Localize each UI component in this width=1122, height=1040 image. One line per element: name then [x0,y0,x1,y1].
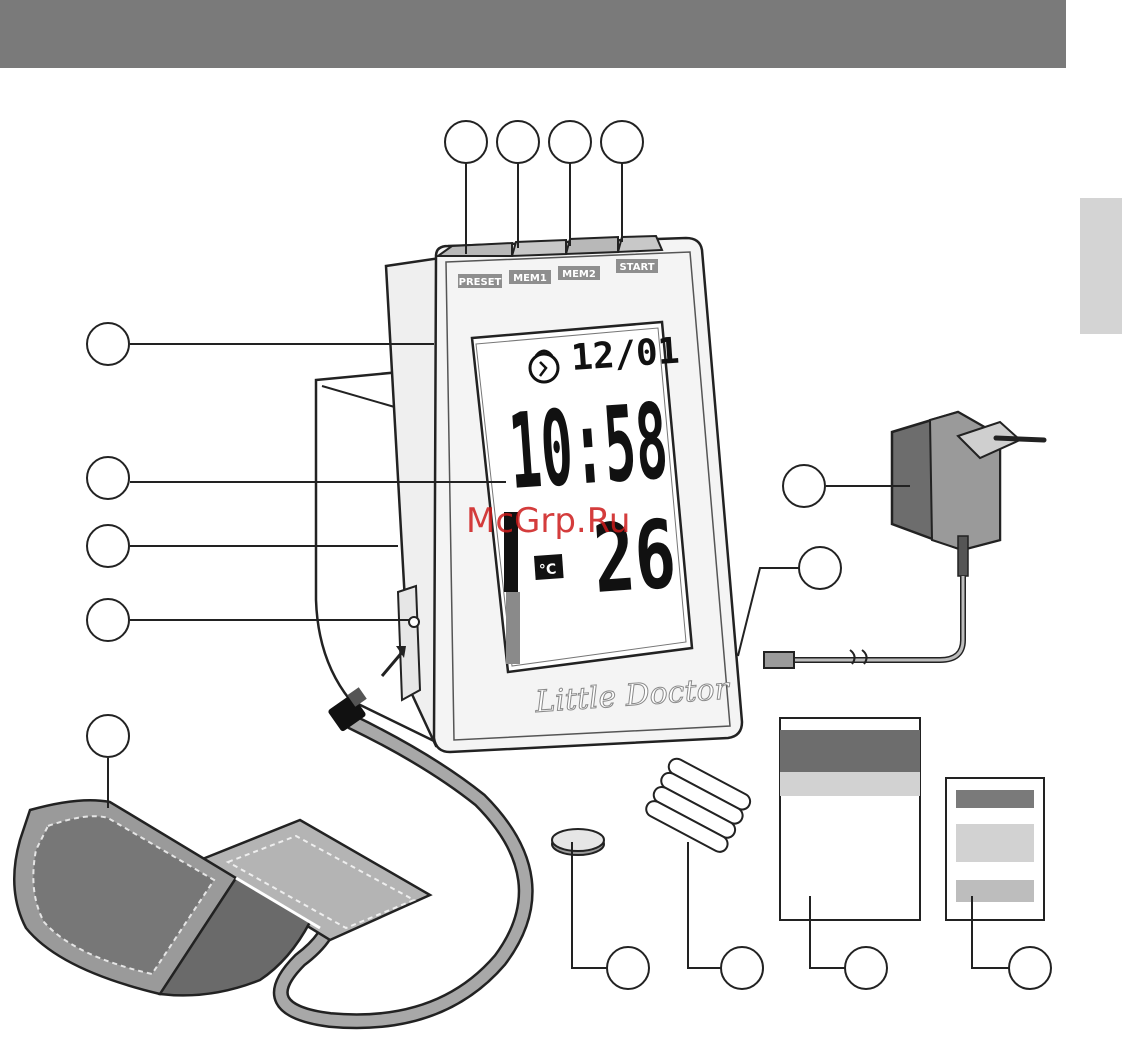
callout-5 [87,323,129,365]
manual-booklet [780,718,920,920]
mem1-label: MEM1 [513,273,547,284]
coin-cell-battery-icon [552,829,604,855]
callout-15 [1009,947,1051,989]
warranty-card [946,778,1044,920]
hose-socket [409,617,419,627]
power-adapter-icon [764,412,1044,668]
callout-2 [497,121,539,163]
callout-1 [445,121,487,163]
arm-cuff-icon [14,800,430,995]
callout-11 [799,547,841,589]
callout-10 [783,465,825,507]
mem2-label: MEM2 [562,269,596,280]
start-label: START [619,262,654,273]
temperature-unit: °C [539,561,557,578]
callout-14 [845,947,887,989]
callout-8 [87,599,129,641]
lcd-date: 12/01 [570,331,681,379]
callout-13 [721,947,763,989]
callout-6 [87,457,129,499]
callout-9 [87,715,129,757]
lcd-time: 10:58 [505,380,671,513]
callout-4 [601,121,643,163]
hose-socket-bracket [398,586,420,700]
watermark: McGrp.Ru [466,501,630,541]
callout-12 [607,947,649,989]
aa-battery-icon [643,756,753,855]
preset-label: PRESET [459,277,502,288]
callout-3 [549,121,591,163]
callout-7 [87,525,129,567]
